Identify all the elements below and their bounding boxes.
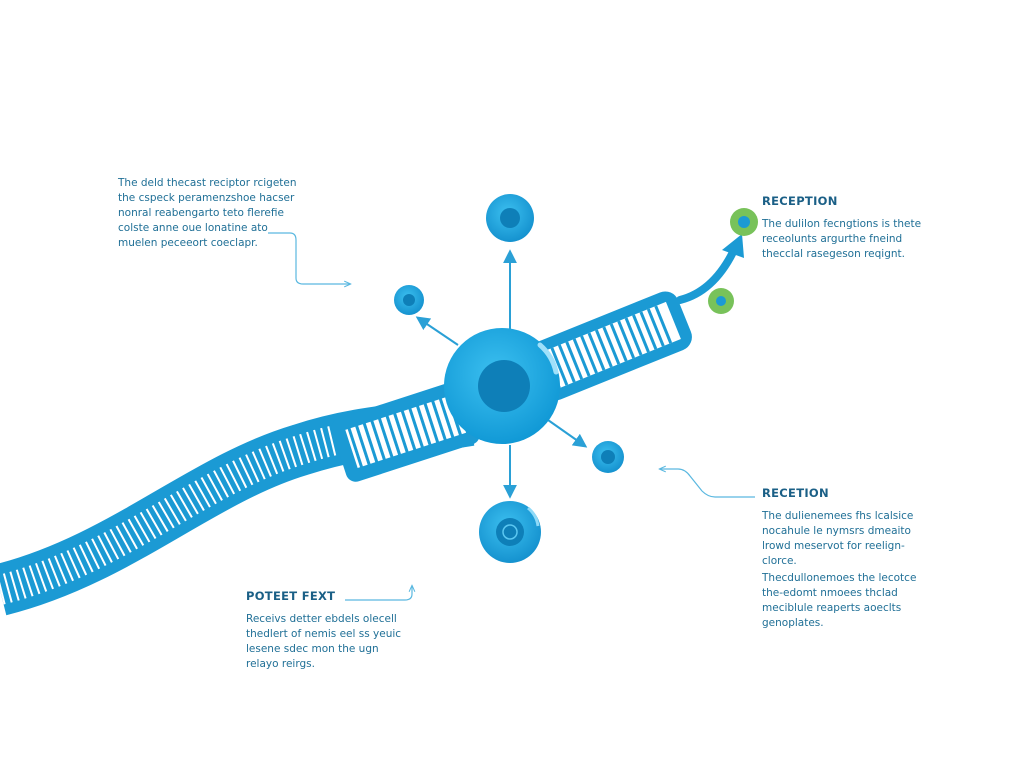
ligand-green-top: [730, 208, 758, 236]
molecule-bottom: [479, 501, 541, 563]
annotation-line: the-edomt nmoees thclad: [762, 587, 898, 599]
molecule-top: [486, 194, 534, 242]
annotation-line: The dulilon fecngtions is thete: [762, 218, 922, 230]
callout-lines: [268, 232, 755, 601]
receptor-core: [444, 328, 560, 444]
annotation-line: nocahule le nymsrs dmeaito: [762, 525, 911, 537]
annotation-reception-bottom-extra: Thecdullonemoes the lecotce the-edomt nm…: [762, 571, 916, 631]
annotation-heading: RECEPTION: [762, 194, 838, 208]
annotation-line: clorce.: [762, 555, 797, 567]
annotation-line: colste anne oue lonatine ato: [118, 222, 268, 234]
annotation-top-left: The deld thecast reciptor rcigeten the c…: [118, 176, 297, 251]
annotation-line: meciblule reaperts aoeclts: [762, 602, 902, 614]
receptor-ribbon-segment-left: [331, 380, 480, 482]
molecule-left: [394, 285, 424, 315]
annotation-heading: RECETION: [762, 486, 829, 500]
annotation-reception-top: RECEPTION The dulilon fecngtions is thet…: [762, 194, 921, 262]
annotation-line: muelen peceeort coeclapr.: [118, 237, 258, 249]
core-arrows: [415, 249, 588, 499]
annotation-line: Thecdullonemoes the lecotce: [762, 572, 917, 584]
annotation-line: lrowd meservot for reelign-: [762, 540, 905, 552]
annotation-line: the cspeck peramenzshoe hacser: [118, 192, 295, 204]
annotation-line: nonral reabengarto teto flerefie: [118, 207, 284, 219]
annotation-heading: POTEET FEXT: [246, 589, 336, 603]
signal-arrow-head: [722, 234, 744, 258]
annotation-line: lesene sdec mon the ugn: [246, 643, 379, 655]
annotation-reception-bottom: RECETION The dulienemees fhs lcalsice no…: [762, 486, 913, 569]
annotation-line: receolunts argurthe fneind: [762, 233, 903, 245]
annotation-line: Receivs detter ebdels olecell: [246, 613, 397, 625]
annotation-line: thecclal rasegeson reqignt.: [762, 248, 905, 260]
annotation-potent-text: POTEET FEXT Receivs detter ebdels olecel…: [246, 589, 401, 672]
annotation-line: The deld thecast reciptor rcigeten: [118, 177, 297, 189]
molecule-right: [592, 441, 624, 473]
annotation-line: The dulienemees fhs lcalsice: [762, 510, 914, 522]
annotation-line: relayo reirgs.: [246, 658, 315, 670]
signal-arrow: [676, 244, 739, 304]
receptor-ribbon-segment-right: [528, 291, 692, 401]
ligand-green-middle: [708, 288, 734, 314]
annotation-line: thedlert of nemis eel ss yeuic: [246, 628, 402, 640]
annotation-line: genoplates.: [762, 617, 824, 629]
